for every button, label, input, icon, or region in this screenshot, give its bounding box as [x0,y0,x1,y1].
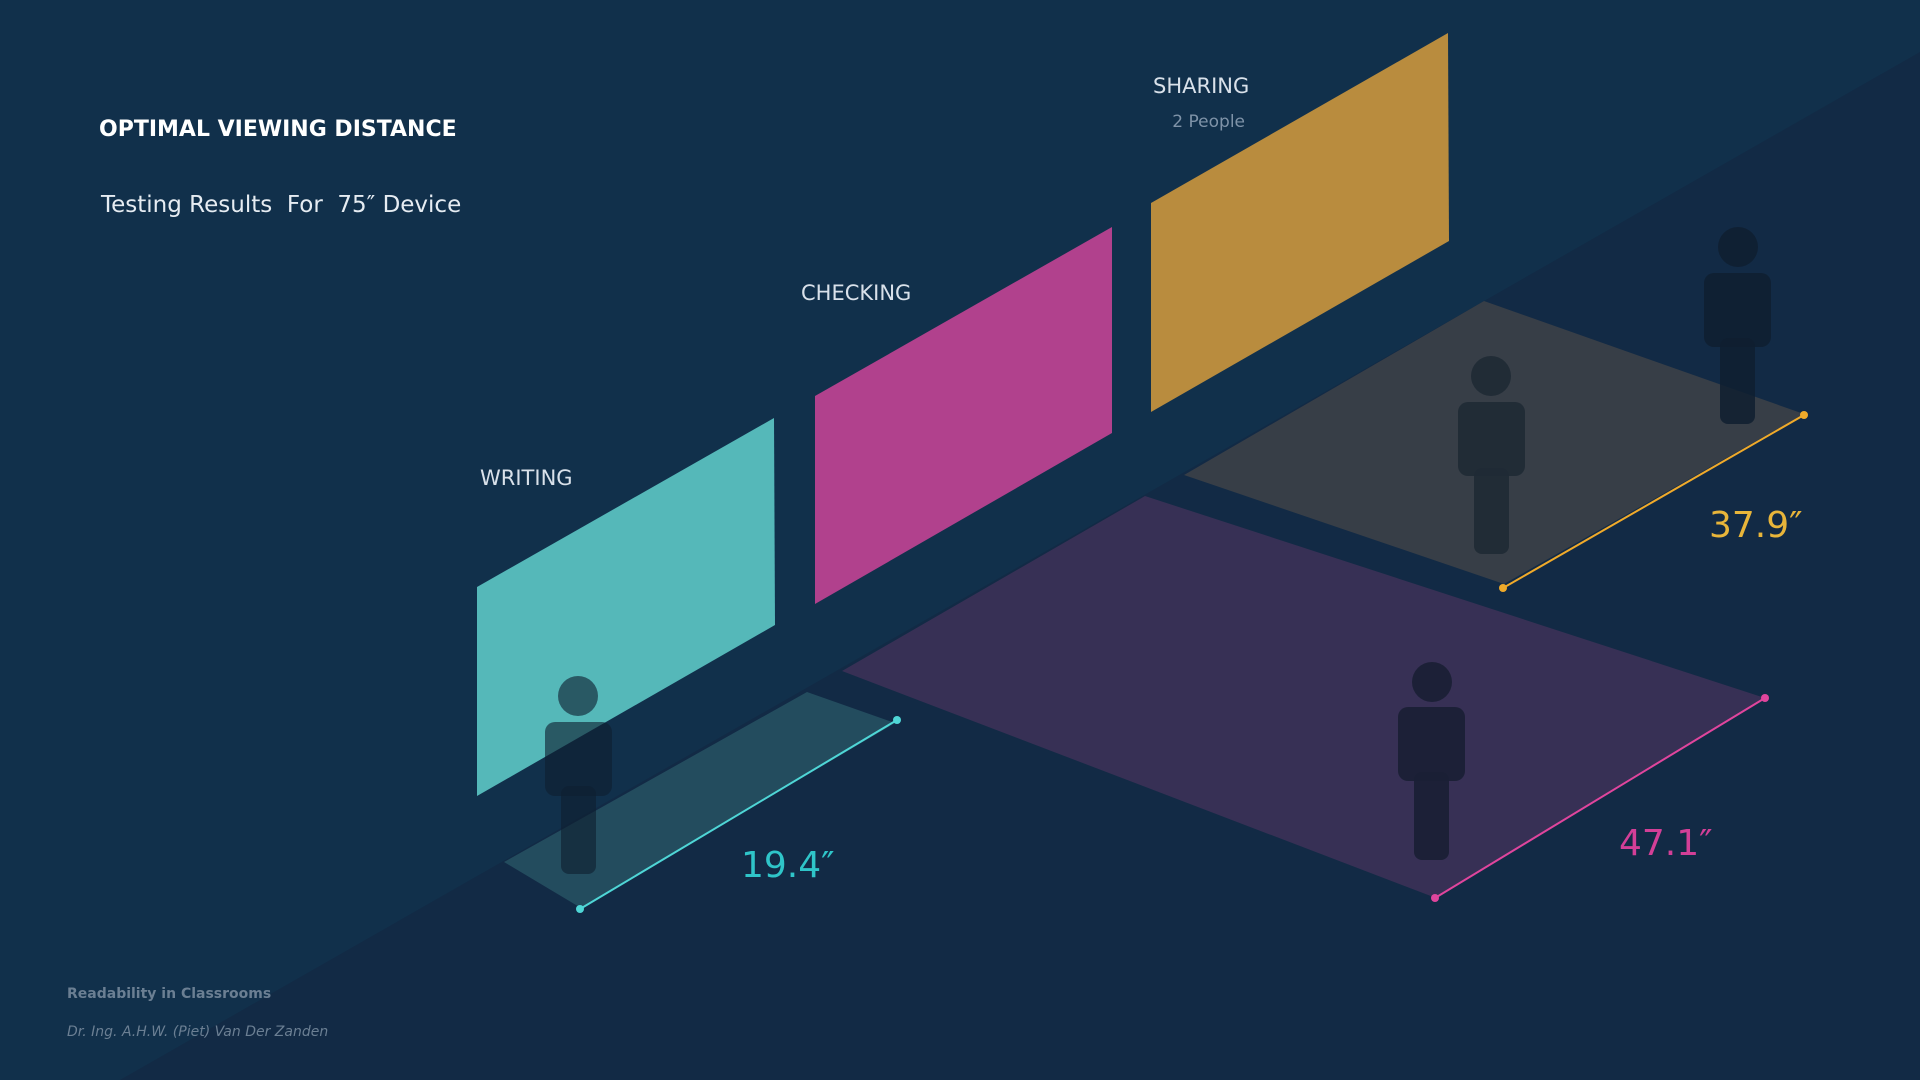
page-title: OPTIMAL VIEWING DISTANCE [99,117,457,142]
writing-distance: 19.4″ [741,845,835,886]
footer-author: Dr. Ing. A.H.W. (Piet) Van Der Zanden [67,1024,328,1040]
sharing-screen [1151,33,1449,412]
page-subtitle: Testing Results For 75″ Device [100,192,461,218]
person-figure [1458,356,1525,554]
checking-distance: 47.1″ [1619,823,1713,864]
checking-measure-line [1431,694,1769,902]
sharing-sublabel: 2 People [1172,112,1245,132]
checking-zone [842,496,1765,898]
writing-measure-line [576,716,901,913]
sharing-measure-line [1499,411,1808,592]
sharing-distance: 37.9″ [1709,505,1803,546]
writing-label: WRITING [480,466,573,490]
writing-zone [504,692,895,908]
checking-screen [815,227,1112,604]
writing-screen [477,418,775,796]
person-figure [545,676,612,874]
person-figure [1398,662,1465,860]
checking-label: CHECKING [801,281,911,305]
person-figure [1704,227,1771,424]
sharing-label: SHARING [1153,74,1249,98]
footer-title: Readability in Classrooms [67,986,271,1002]
